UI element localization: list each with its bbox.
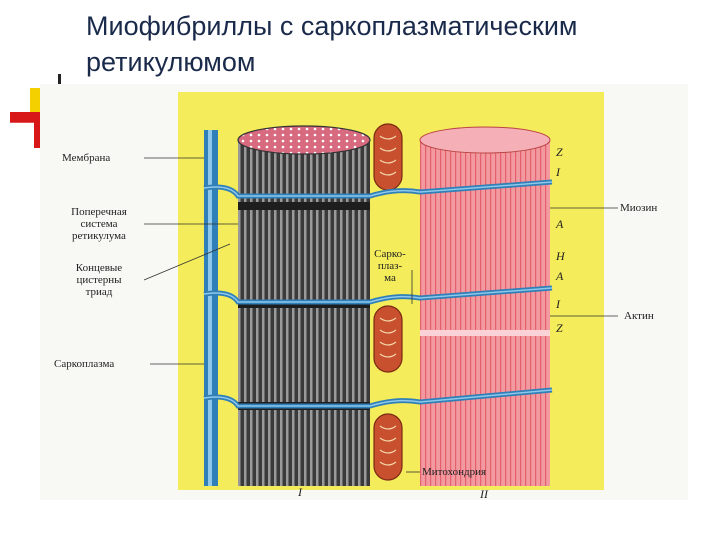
label-actin: Актин [624, 310, 654, 322]
band-letter-z-top: Z [556, 145, 563, 159]
right-myofibril-top [419, 126, 551, 154]
band-letter-i-bottom: I [556, 297, 560, 311]
mitochondria [373, 123, 403, 481]
slide-title: Миофибриллы с саркоплазматическим ретику… [86, 8, 706, 80]
label-transverse-2: система [80, 218, 118, 230]
label-sarcoplasm-mid-2: плаз- [377, 260, 403, 272]
label-sarcoplasm-mid-3: ма [384, 272, 396, 284]
myofibril-diagram: Мембрана Поперечная система ретикулума К… [40, 84, 688, 500]
label-cisterns-2: цистерны [76, 274, 122, 286]
band-letter-i-top: I [556, 165, 560, 179]
band-letter-a-bottom: A [556, 269, 564, 283]
label-cisterns-1: Концевые [75, 262, 123, 274]
label-roman-2: II [480, 487, 488, 501]
band-letter-h: H [556, 249, 565, 263]
bullet-mark [58, 74, 61, 84]
label-transverse-3: ретикулума [72, 230, 126, 242]
label-mitochondrion: Митохондрия [422, 466, 487, 478]
label-sarcoplasm-mid-1: Сарко- [374, 248, 406, 260]
label-sarcoplasm-left: Саркоплазма [54, 358, 115, 370]
left-myofibril [238, 140, 370, 486]
leader-lines [143, 157, 618, 473]
right-myofibril [420, 140, 550, 486]
label-sarcoplasm-mid: Сарко- плаз- ма [368, 248, 412, 284]
left-myofibril-top [237, 125, 371, 155]
title-line-1: Миофибриллы с саркоплазматическим [86, 11, 578, 41]
label-membrane: Мембрана [62, 152, 111, 164]
title-line-2: ретикулюмом [86, 47, 256, 77]
label-end-cisterns: Концевые цистерны триад [54, 262, 144, 298]
label-transverse-system: Поперечная система ретикулума [54, 206, 144, 242]
diagram-artwork [143, 92, 618, 490]
band-letter-z-bottom: Z [556, 321, 563, 335]
label-transverse-1: Поперечная [71, 206, 127, 218]
label-myosin: Миозин [620, 202, 658, 214]
label-cisterns-3: триад [85, 286, 113, 298]
band-letter-a-top: A [556, 217, 564, 231]
label-roman-1: I [298, 485, 302, 499]
decor-yellow-bar [30, 88, 40, 116]
